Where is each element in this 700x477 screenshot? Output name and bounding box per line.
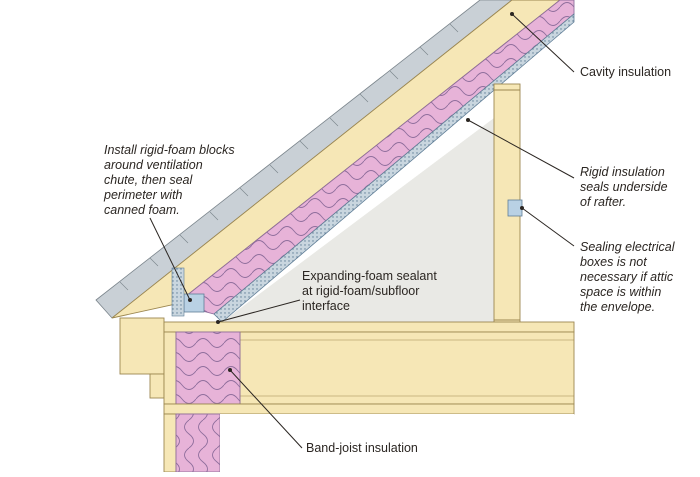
leader-cavity — [511, 13, 575, 73]
label-rigid-foam-blocks: Install rigid-foam blocks around ventila… — [104, 143, 235, 217]
fascia-trim — [149, 373, 165, 399]
leader-rigid-insulation — [467, 119, 575, 179]
wall-stud — [163, 413, 177, 473]
attic-space — [222, 118, 494, 328]
leader-lines — [149, 13, 575, 449]
floor-joist — [239, 331, 575, 405]
label-expanding-foam: Expanding-foam sealant at rigid-foam/sub… — [302, 269, 437, 313]
wall-insulation — [175, 413, 221, 473]
shingle-lines — [119, 23, 459, 291]
top-plate — [163, 403, 575, 415]
rigid-foam-block — [183, 293, 205, 313]
rigid-insulation — [213, 13, 575, 323]
leader-band-joist — [229, 369, 303, 449]
leader-rigid-blocks — [149, 217, 191, 301]
band-joist-insulation — [175, 331, 241, 405]
blocking — [171, 267, 185, 317]
label-cavity-insulation: Cavity insulation — [580, 65, 672, 79]
leader-dots — [188, 12, 524, 372]
label-sealing-electrical-boxes: Sealing electrical boxes is not necessar… — [580, 240, 675, 314]
cavity-insulation — [175, 0, 575, 315]
leader-expanding-foam — [217, 299, 301, 323]
fascia — [119, 317, 165, 375]
rafter — [111, 0, 561, 319]
leader-sealing-boxes — [521, 207, 575, 247]
label-rigid-insulation: Rigid insulation seals underside of raft… — [580, 165, 668, 209]
electrical-box — [507, 199, 523, 217]
band-joist — [163, 331, 177, 405]
roof-shingles — [95, 0, 513, 319]
label-band-joist-insulation: Band-joist insulation — [306, 441, 418, 455]
subfloor — [163, 321, 575, 333]
